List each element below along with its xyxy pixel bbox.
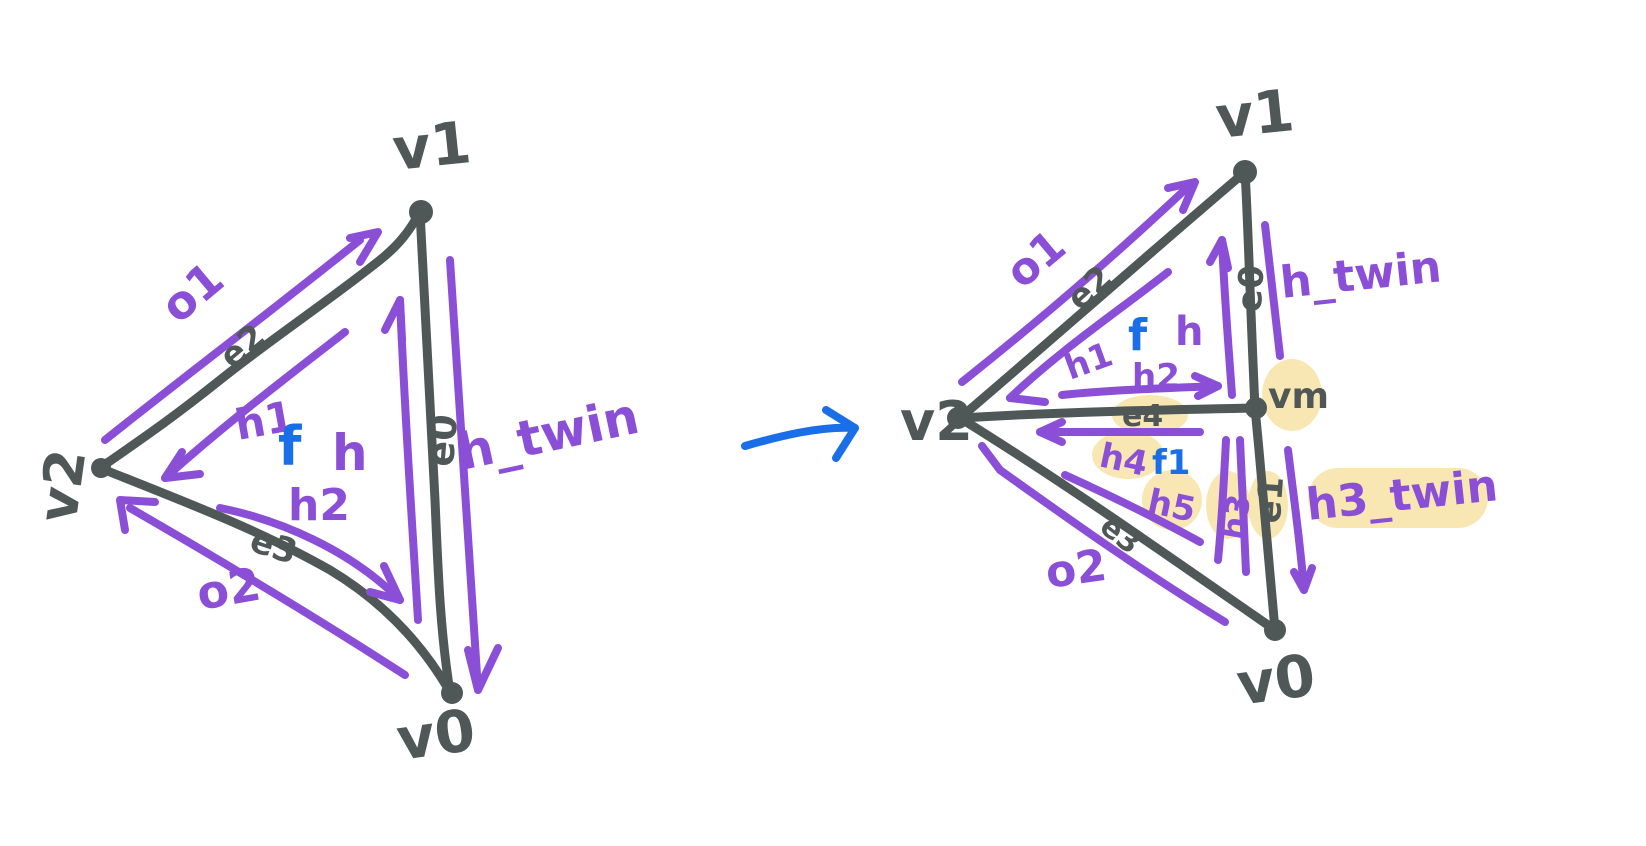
right-label-e0: e0 — [1230, 264, 1273, 313]
left-half-edge-h-head — [381, 296, 406, 344]
left-edge-e2 — [95, 207, 425, 473]
left-label-v1: v1 — [389, 108, 474, 184]
left-half-edge-h — [396, 296, 422, 624]
left-label-h2: h2 — [288, 480, 350, 531]
right-half-edge-o2 — [996, 466, 1229, 626]
left-half-edge-h2-head — [366, 562, 404, 604]
right-half-edge-h3-twin-head — [1290, 564, 1316, 594]
left-half-edge-h-twin-head — [464, 644, 502, 694]
left-label-o1: o1 — [150, 251, 233, 333]
right-label-e2: e2 — [1059, 258, 1120, 319]
left-half-edge-h1-head — [161, 448, 204, 482]
left-edge-e3 — [95, 463, 455, 697]
right-edge-e1 — [1250, 403, 1280, 635]
left-label-v2: v2 — [26, 445, 99, 526]
right-half-edge-o1 — [958, 181, 1194, 386]
right-label-v2: v2 — [900, 390, 973, 453]
right-half-edge-h3 — [1214, 436, 1230, 564]
right-label-h5: h5 — [1144, 482, 1199, 531]
left-triangle: v1 v2 v0 e2 e0 e3 o1 o2 h1 h h2 h_twin f — [26, 108, 644, 774]
left-label-e0: e0 — [418, 412, 466, 468]
right-half-edge-o1-head — [1164, 178, 1199, 214]
right-label-o2: o2 — [1042, 540, 1109, 599]
left-vertex-v2-dot — [91, 458, 111, 478]
left-vertex-v0-dot — [441, 682, 463, 704]
right-label-v1: v1 — [1212, 76, 1297, 152]
left-label-h1: h1 — [231, 391, 298, 450]
right-half-edge-h5 — [1061, 471, 1204, 546]
transform-arrow — [741, 406, 859, 462]
right-half-edge-o2-head — [978, 442, 1004, 474]
right-label-h: h — [1175, 309, 1203, 355]
left-label-e2: e2 — [212, 316, 274, 377]
right-label-h3: h3 — [1213, 491, 1258, 542]
right-half-edge-h-twin — [1261, 221, 1284, 360]
left-half-edge-o1-head — [346, 228, 382, 266]
left-half-edge-o2 — [126, 504, 409, 679]
right-label-h1: h1 — [1059, 334, 1118, 388]
highlight-h4 — [1092, 431, 1164, 479]
left-half-edge-h2 — [216, 504, 404, 604]
left-edge-e0 — [415, 207, 455, 697]
right-label-e1: e1 — [1249, 475, 1292, 524]
right-label-v0: v0 — [1232, 641, 1319, 719]
right-vertex-v2-dot — [947, 407, 969, 429]
right-half-edge-h1 — [1006, 268, 1172, 402]
right-edge-e3 — [955, 413, 1280, 635]
left-half-edge-h-twin — [446, 256, 482, 694]
right-half-edge-h3-b — [1236, 436, 1250, 576]
left-label-o2: o2 — [193, 557, 265, 621]
highlight-vm — [1262, 359, 1322, 431]
right-label-h-twin: h_twin — [1278, 241, 1444, 309]
left-vertex-v1-dot — [409, 200, 433, 224]
left-label-h-twin: h_twin — [452, 387, 643, 482]
right-half-edge-h2-head — [1191, 372, 1222, 400]
right-edge-e4 — [955, 403, 1260, 423]
right-half-edge-h-head — [1206, 236, 1232, 272]
right-vertex-v1-dot — [1233, 160, 1257, 184]
right-edge-e2 — [955, 167, 1250, 423]
highlight-e4 — [1112, 395, 1188, 435]
arrow-shaft — [741, 423, 859, 450]
right-label-e4: e4 — [1122, 399, 1163, 434]
left-half-edge-o2-head — [116, 496, 159, 534]
right-vertex-v0-dot — [1264, 619, 1286, 641]
right-label-h2: h2 — [1132, 357, 1180, 397]
right-half-edge-h2 — [1058, 382, 1222, 399]
left-label-face-f: f — [278, 415, 302, 478]
arrow-head — [822, 406, 859, 462]
right-half-edge-h1-head — [1006, 394, 1049, 406]
right-label-vm: vm — [1268, 376, 1329, 417]
right-label-face-f: f — [1128, 310, 1148, 361]
left-half-edge-h1 — [161, 328, 349, 482]
highlight-h3-twin — [1308, 468, 1488, 528]
left-label-h: h — [332, 424, 368, 482]
right-vertex-vm-dot — [1245, 397, 1267, 419]
left-label-v0: v0 — [392, 696, 479, 774]
right-half-edge-h4-head — [1036, 418, 1066, 446]
right-edge-e0 — [1240, 167, 1260, 413]
left-half-edge-o1 — [101, 236, 364, 444]
right-triangle: v1 v2 v0 vm e2 e0 e1 e3 e4 o1 o2 h1 h h2… — [900, 76, 1500, 719]
right-label-face-f1: f1 — [1152, 443, 1190, 483]
right-label-h4: h4 — [1096, 436, 1151, 485]
right-half-edge-h3-twin — [1284, 446, 1308, 594]
